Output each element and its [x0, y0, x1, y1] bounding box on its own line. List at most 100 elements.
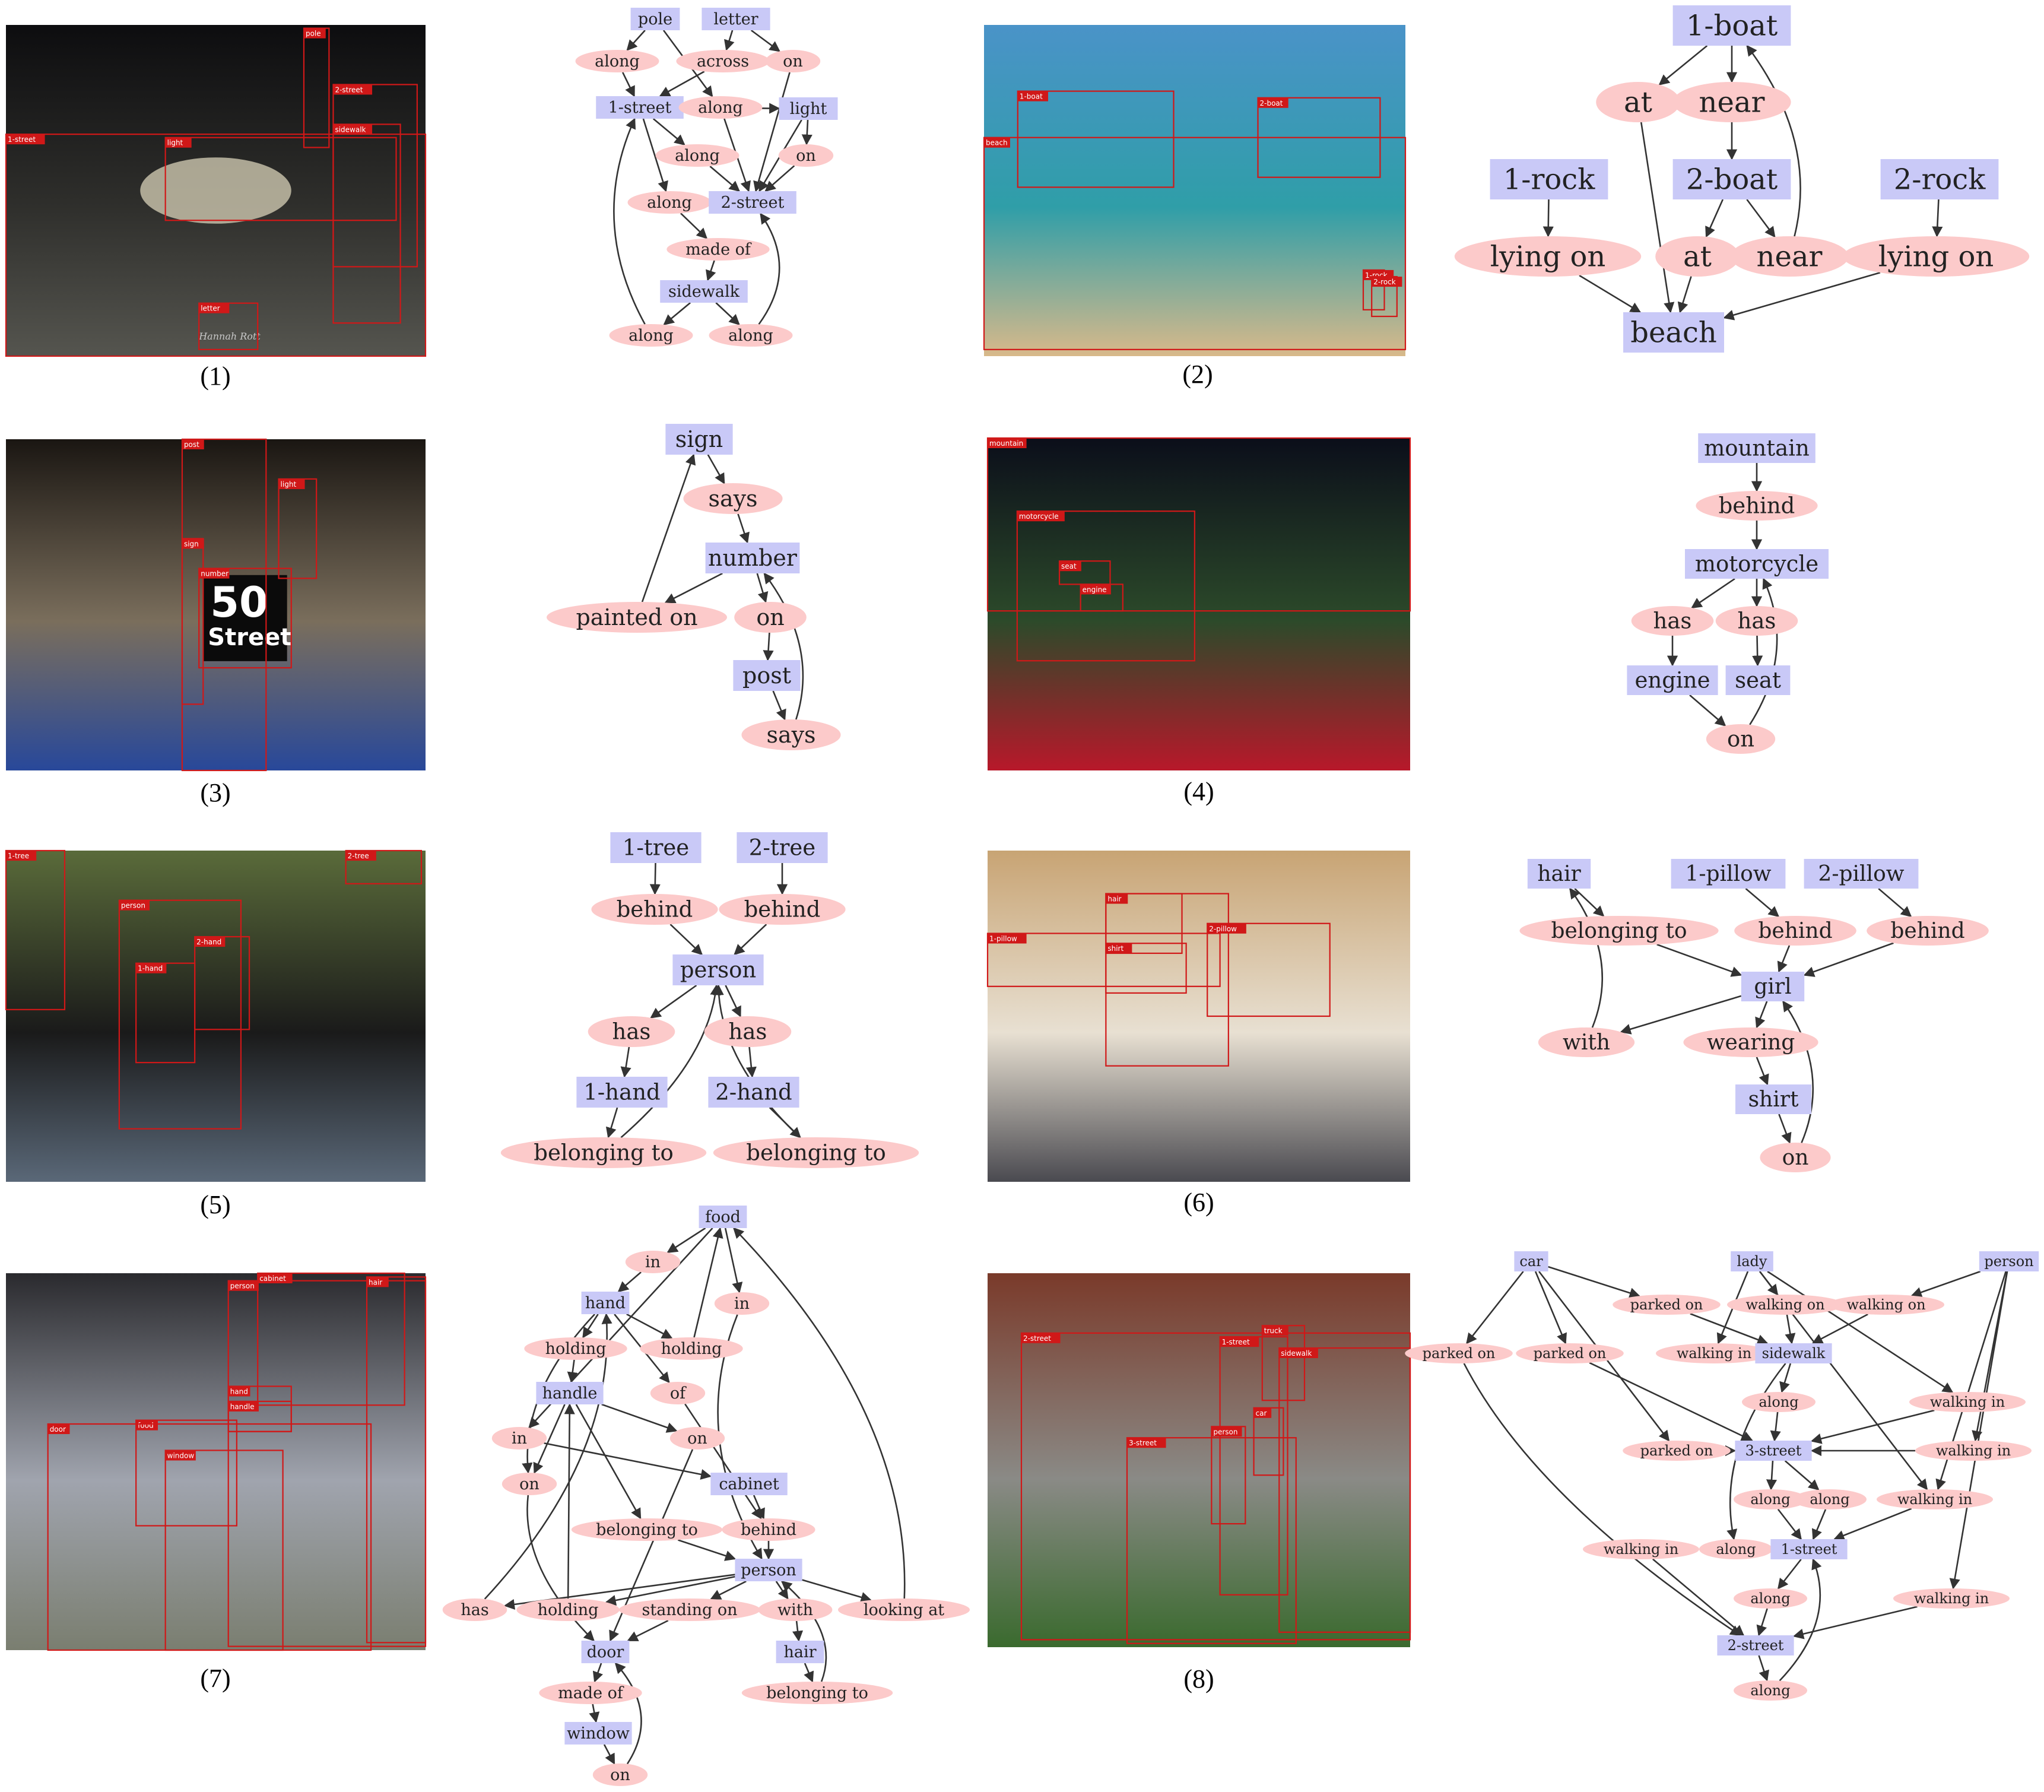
graph-edge	[533, 1404, 566, 1474]
graph-edge	[753, 1495, 765, 1520]
bbox-tag-bg	[228, 1386, 250, 1397]
graph-edge	[1779, 1558, 1822, 1682]
relation-label: along	[629, 326, 674, 345]
relation-label: along	[1759, 1394, 1798, 1410]
object-label: food	[705, 1208, 741, 1226]
relation-node	[838, 1598, 970, 1621]
relation-node	[1516, 1343, 1624, 1363]
bbox-tag-bg	[1279, 1348, 1318, 1358]
sign-word: Street	[208, 624, 291, 651]
bbox-tag-bg	[1220, 1337, 1259, 1347]
signature: Hannah Rott	[198, 331, 261, 342]
bbox-1-street	[5, 134, 427, 357]
object-label: lady	[1737, 1253, 1767, 1270]
relation-label: standing on	[642, 1601, 737, 1619]
object-label: shirt	[1748, 1087, 1799, 1112]
object-label: mountain	[1704, 436, 1810, 461]
graph-edge	[710, 1580, 747, 1600]
graph-edge	[603, 1744, 615, 1765]
object-label: person	[1984, 1253, 2033, 1270]
bbox-1-boat	[1017, 90, 1175, 188]
graph-edge	[526, 1495, 595, 1642]
relation-node	[547, 602, 727, 633]
bbox-label: 1-street	[8, 135, 36, 144]
photo	[6, 1273, 426, 1650]
bbox-tag-bg	[165, 137, 192, 148]
bbox-label: letter	[201, 305, 220, 313]
relation-node	[491, 1427, 547, 1450]
graph-edge	[1811, 1509, 1827, 1540]
bbox-label: 2-hand	[196, 938, 221, 946]
bbox-label: 2-street	[335, 85, 363, 94]
relation-node	[678, 96, 763, 119]
object-label: 3-street	[1745, 1442, 1802, 1459]
graph-edge	[1878, 888, 1912, 918]
bbox-tag-bg	[6, 134, 45, 145]
relation-label: says	[708, 486, 757, 512]
relation-node	[1623, 1441, 1731, 1461]
object-label: hair	[783, 1643, 816, 1661]
bbox-label: food	[138, 1422, 154, 1430]
bbox-tag-bg	[1207, 923, 1246, 934]
relation-label: on	[796, 147, 816, 165]
graph-edges-5	[605, 862, 801, 1138]
graph-edge	[764, 165, 795, 192]
relation-label: walking in	[1604, 1541, 1678, 1558]
bbox-tag-bg	[988, 438, 1027, 448]
relation-node	[1656, 1343, 1772, 1363]
relation-label: near	[1699, 85, 1765, 119]
bbox-tag-bg	[278, 478, 305, 489]
relation-label: near	[1757, 240, 1823, 273]
graph-edge	[627, 1619, 669, 1642]
object-node	[1623, 312, 1724, 353]
bbox-motorcycle	[1016, 510, 1195, 662]
street-sign	[203, 575, 287, 661]
relation-node	[1727, 1295, 1843, 1315]
panel-caption: (7)	[200, 1664, 230, 1693]
relation-label: walking in	[1897, 1491, 1972, 1508]
object-label: motorcycle	[1695, 551, 1818, 577]
relation-node	[1715, 606, 1798, 636]
bbox-tag-bg	[195, 937, 226, 947]
graph-edge	[1705, 199, 1724, 238]
relation-label: walking on	[1846, 1296, 1925, 1313]
relation-node	[1734, 916, 1856, 946]
relation-label: along	[1810, 1491, 1849, 1508]
graph-edge	[1910, 1270, 1981, 1298]
bbox-tag-bg	[136, 963, 167, 973]
bbox-tag-bg	[333, 124, 373, 135]
graph-edge	[617, 1271, 642, 1293]
relation-node	[575, 50, 659, 72]
bbox-tag-bg	[1258, 97, 1288, 108]
relation-label: in	[734, 1295, 750, 1313]
object-label: 2-boat	[1686, 163, 1778, 196]
graph-edge	[724, 30, 735, 51]
graph-edge	[1784, 1460, 1820, 1490]
relation-node	[655, 144, 739, 167]
graph-edge	[772, 690, 786, 721]
bbox-tag-bg	[228, 1280, 259, 1291]
graph-edge	[1640, 122, 1675, 313]
relation-node	[1454, 236, 1642, 277]
relation-node	[1742, 1392, 1816, 1412]
object-node	[779, 97, 838, 120]
relation-label: parked on	[1640, 1442, 1713, 1459]
object-node	[1979, 1251, 2039, 1271]
graph-edge	[693, 1227, 723, 1338]
bbox-tag-bg	[1017, 511, 1065, 522]
graph-edge	[745, 1046, 757, 1078]
object-node	[576, 1077, 668, 1108]
relation-node	[1734, 1680, 1807, 1701]
bbox-tag-bg	[136, 1420, 158, 1431]
relation-node	[1842, 236, 2030, 277]
relation-node	[1828, 1295, 1944, 1315]
relation-node	[734, 602, 807, 633]
object-label: 2-rock	[1894, 163, 1986, 196]
graph-edge	[763, 572, 804, 720]
bbox-label: sidewalk	[335, 125, 366, 134]
graph-edge	[1758, 1655, 1769, 1682]
